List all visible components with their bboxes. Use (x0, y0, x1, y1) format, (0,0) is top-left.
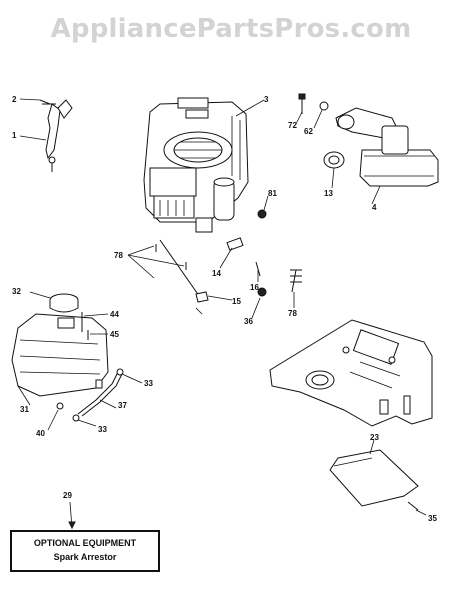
fuel-line-parts (155, 237, 302, 315)
callout-72: 72 (288, 121, 297, 130)
heat-shield (329, 449, 419, 511)
callout-62: 62 (304, 127, 313, 136)
callout-78a: 78 (114, 251, 123, 260)
spark-arrestor-label: Spark Arrestor (53, 552, 117, 562)
callout-31: 31 (20, 405, 29, 414)
callout-2: 2 (12, 95, 17, 104)
callout-14: 14 (212, 269, 221, 278)
callout-33b: 33 (98, 425, 107, 434)
callout-44: 44 (110, 310, 119, 319)
optional-equipment-box: OPTIONAL EQUIPMENT Spark Arrestor (10, 530, 160, 572)
callout-15: 15 (232, 297, 241, 306)
callout-78b: 78 (288, 309, 297, 318)
optional-equipment-title: OPTIONAL EQUIPMENT (33, 538, 137, 548)
callout-3: 3 (264, 95, 269, 104)
watermark: AppliancePartsPros.com (50, 14, 412, 44)
callout-32: 32 (12, 287, 21, 296)
throttle-control (39, 99, 73, 172)
callout-36: 36 (244, 317, 253, 326)
callout-16: 16 (250, 283, 259, 292)
callout-4: 4 (372, 203, 377, 212)
fuel-tank (11, 312, 109, 397)
callout-1: 1 (12, 131, 17, 140)
engine (143, 97, 249, 233)
bolt-81 (257, 209, 267, 219)
leader-lines (17, 98, 427, 530)
muffler (298, 93, 439, 187)
callout-37: 37 (118, 401, 127, 410)
callout-45: 45 (110, 330, 119, 339)
callout-35: 35 (428, 514, 437, 523)
callout-81: 81 (268, 189, 277, 198)
fuel-hose (56, 368, 124, 422)
callout-40: 40 (36, 429, 45, 438)
callout-labels: 2 1 3 72 62 13 4 81 78 14 16 15 36 78 32… (12, 95, 437, 523)
engine-base-plate (269, 319, 433, 427)
fuel-cap (49, 293, 79, 313)
callout-29: 29 (63, 491, 72, 500)
callout-33a: 33 (144, 379, 153, 388)
callout-13: 13 (324, 189, 333, 198)
callout-23: 23 (370, 433, 379, 442)
